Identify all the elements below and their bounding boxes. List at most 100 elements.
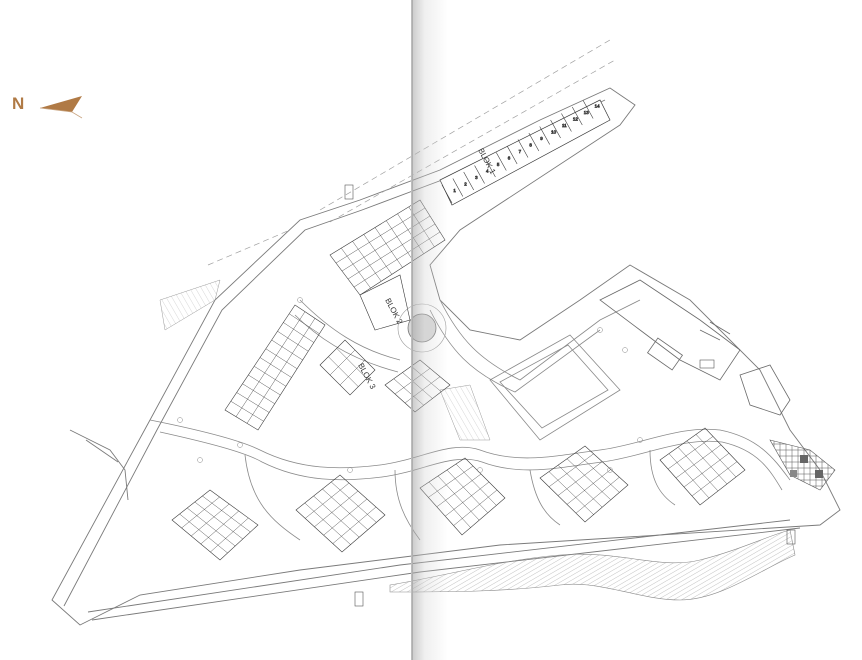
cluster-2-grid-line: [323, 498, 368, 536]
block-west-grid-line: [254, 366, 287, 387]
cluster-5-grid-line: [677, 447, 719, 492]
cluster-1-grid-line: [187, 507, 236, 547]
cluster-4-grid-line: [557, 465, 603, 508]
tree-symbol: [297, 297, 303, 303]
landscape-hatch: [159, 279, 796, 601]
block-center-a-grid-line: [329, 349, 356, 376]
block-west-grid-line: [271, 339, 303, 361]
cluster-4-grid-line: [548, 453, 594, 487]
block-northwest-grid-line: [352, 241, 382, 282]
block-center-a-grid-line: [328, 356, 359, 387]
tree-symbol: [347, 467, 353, 473]
block-northwest: [329, 199, 446, 331]
cluster-5-grid-line: [691, 461, 738, 497]
cluster-2-grid-line: [331, 481, 377, 523]
terrace-unit-divider: [506, 145, 518, 165]
terrace-unit-divider: [528, 132, 540, 152]
cluster-2-grid-line: [305, 482, 350, 519]
terrace-unit-divider: [517, 139, 529, 158]
terrace-unit-number: 8: [529, 142, 532, 147]
cluster-1-grid-line: [179, 513, 228, 554]
cluster-1-grid-line: [191, 503, 230, 537]
cluster-1-grid-line: [181, 496, 220, 529]
terrace-unit-number: 5: [497, 162, 500, 167]
tree-symbol: [597, 327, 603, 333]
central-plaza: [489, 334, 621, 441]
terrace-unit-number: 11: [562, 123, 567, 128]
checkered-pavement: [769, 439, 836, 491]
block-west-grid-line: [283, 322, 314, 343]
block-center-a-grid-line: [339, 359, 366, 386]
terrace-unit-number: 13: [584, 110, 590, 115]
cluster-2-grid-line: [332, 506, 377, 544]
terrace-unit-divider: [474, 165, 485, 184]
page-fold-line: [411, 0, 413, 660]
tree-symbol: [177, 417, 183, 423]
block-west-grid-line: [265, 348, 298, 369]
block-center-a-grid-line: [336, 348, 367, 379]
cluster-3-grid-line: [455, 463, 497, 506]
terrace-unit-number: 7: [519, 149, 522, 154]
cluster-4-grid-line: [548, 471, 594, 515]
label-block-center: BLOK 2: [383, 297, 404, 326]
cluster-blocks: [171, 427, 746, 561]
cluster-4-grid-line: [557, 461, 603, 496]
block-west-grid-line: [248, 374, 281, 396]
cluster-3-grid-line: [453, 489, 498, 526]
terrace-unit-number: 4: [486, 168, 489, 173]
cluster-4-grid-line: [575, 477, 620, 514]
block-west-grid-line: [242, 383, 275, 404]
cluster-5-grid: [667, 434, 738, 499]
cluster-5-grid-line: [695, 434, 737, 478]
terrace-unit-number: 10: [551, 129, 557, 134]
north-letter: N: [12, 94, 25, 113]
terrace-unit-divider: [572, 106, 583, 126]
label-block-mid: BLOK 3: [356, 362, 377, 391]
tree-symbol: [237, 442, 243, 448]
cluster-5-grid-line: [686, 440, 728, 485]
terrace-unit-number: 12: [573, 116, 579, 121]
cluster-1-grid: [179, 495, 251, 554]
terrace-unit-divider: [582, 100, 594, 119]
tree-symbol: [622, 347, 628, 353]
cluster-2-grid-line: [314, 490, 359, 527]
block-northwest-grid-line: [374, 227, 403, 268]
plan-annotations: [344, 184, 796, 607]
terrace-unit-number: 3: [475, 175, 478, 180]
block-west-long: [224, 304, 326, 431]
block-west-grid-line: [277, 331, 309, 352]
terrace-unit-divider: [485, 158, 496, 178]
cluster-4-grid-line: [566, 469, 611, 505]
terrace-unit-divider: [539, 126, 550, 145]
cluster-5-grid-line: [683, 453, 730, 488]
cluster-2-grid-line: [304, 502, 351, 545]
cluster-1-grid-line: [210, 517, 249, 553]
block-center: [319, 339, 451, 413]
cluster-4-grid-line: [575, 452, 620, 493]
cluster-4-grid: [548, 452, 620, 515]
cluster-3-grid-line: [437, 475, 480, 521]
cluster-5-grid-line: [668, 453, 710, 499]
cluster-2-grid-line: [313, 495, 360, 538]
cluster-1-grid-line: [200, 510, 239, 545]
block-west-grid-line: [230, 401, 264, 422]
block-west-grid-line: [236, 392, 270, 413]
block-northwest-grid-line: [386, 220, 414, 261]
terrace-unit-number: 1: [453, 188, 456, 193]
cluster-5-grid-line: [667, 436, 714, 470]
terrace-unit-number: 14: [595, 103, 601, 108]
block-northwest-grid: [335, 206, 441, 289]
terrace-unit-number: 2: [464, 181, 467, 186]
roundabout-feature: [397, 303, 447, 353]
cluster-3-grid-line: [446, 469, 488, 513]
terrace-unit-divider: [550, 119, 561, 139]
cluster-3-grid-line: [445, 481, 490, 517]
tree-symbol: [607, 467, 613, 473]
north-arrow-icon: [39, 96, 83, 119]
clubhouse-area: [599, 279, 791, 416]
site-boundary: [51, 87, 841, 626]
tree-symbol: [477, 467, 483, 473]
terrace-unit-divider: [463, 171, 474, 191]
cluster-4-grid-line: [566, 458, 611, 500]
